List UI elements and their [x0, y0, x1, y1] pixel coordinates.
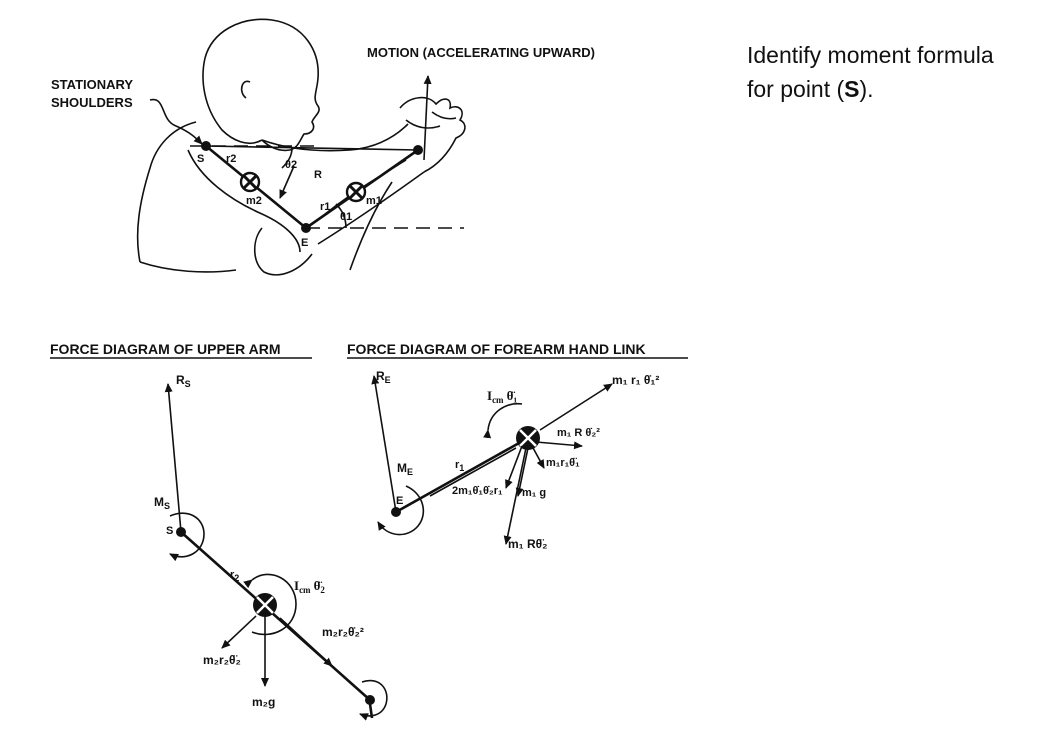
coriolis-label: 2m₁θ̇₁θ̇₂r₁: [452, 485, 503, 497]
theta2-arc: [281, 147, 293, 169]
s-label: S: [197, 153, 204, 165]
m1r1theta1dot2-arrow: [539, 383, 613, 431]
forearm-outline-2: [317, 171, 425, 245]
upper-arm-fbd: FORCE DIAGRAM OF UPPER ARM RS MS S r2 I: [50, 341, 388, 721]
E-fbd-label: E: [396, 495, 403, 507]
Icm2-moment-arc: [243, 573, 297, 636]
Re-arrow: [371, 375, 397, 513]
upper-arm-body: [180, 531, 371, 701]
m1r1theta1dot2-label: m₁ r₁ θ̇₁²: [612, 373, 659, 387]
m2-com-fbd-icon: [253, 593, 277, 617]
upper-arm-outline-2: [253, 227, 313, 276]
forearm-body-2: [429, 447, 517, 497]
e-label: E: [301, 237, 308, 249]
theta1-arc: [335, 203, 347, 229]
question-point: S: [844, 76, 860, 102]
m1-com-icon: [345, 181, 367, 203]
centripetal2-label: m₂r₂θ̇₂²: [322, 625, 364, 639]
bottom-stub: [368, 703, 374, 719]
stationary-pointer: [149, 98, 203, 145]
Ms-moment-arc: [169, 512, 205, 562]
Icm1-moment-arc: [483, 403, 523, 439]
r1-fbd-label: r1: [455, 459, 464, 473]
lower-body: [139, 261, 237, 273]
r2-label: r2: [226, 153, 236, 165]
Me-reaction-arc: [359, 679, 388, 721]
Ms-label: MS: [154, 495, 170, 511]
motion-label: MOTION (ACCELERATING UPWARD): [367, 45, 595, 60]
coriolis-arrow: [505, 445, 523, 489]
m2-com-icon: [239, 171, 261, 193]
Me-label: ME: [397, 461, 413, 477]
theta1-label: θ1: [340, 211, 352, 223]
m1Rtheta2dot2-label: m₁ R θ̇₂²: [557, 427, 600, 439]
neck: [202, 57, 263, 145]
Me-moment-arc: [377, 485, 425, 536]
m1Rtheta2ddot-label: m₁ Rθ̈₂: [508, 537, 547, 551]
theta2-label: θ2: [285, 159, 297, 171]
question-line-1: Identify moment formula: [747, 42, 994, 68]
m1r1theta1ddot-label: m₁r₁θ̈₁: [546, 457, 580, 469]
upper-arm-outline: [187, 149, 301, 253]
question-suffix: ).: [859, 76, 874, 102]
stationary-label-1: STATIONARY: [51, 77, 133, 92]
ear: [240, 80, 251, 99]
S-fbd-label: S: [166, 525, 173, 537]
tangential2-label: m₂r₂θ̈₂: [203, 653, 241, 667]
forearm-fbd: FORCE DIAGRAM OF FOREARM HAND LINK RE ME: [347, 341, 688, 551]
question-text: Identify moment formula for point (S).: [747, 38, 1047, 106]
Rs-label: RS: [176, 373, 191, 389]
Re-label: RE: [376, 369, 391, 385]
question-prefix: for point (: [747, 76, 845, 102]
hand-joint: [413, 145, 423, 155]
forearm-title: FORCE DIAGRAM OF FOREARM HAND LINK: [347, 341, 646, 357]
m1r1theta1ddot-arrow: [531, 445, 545, 469]
m1Rtheta2dot2-arrow: [535, 441, 583, 450]
E-joint-fa: [391, 507, 401, 517]
m2-label: m2: [246, 195, 262, 207]
centripetal-arrow: [283, 621, 333, 667]
motion-arrow: [423, 75, 432, 161]
m1-com-fbd-icon: [516, 426, 540, 450]
hand-outline: [399, 96, 466, 173]
r1-label: r1: [320, 201, 330, 213]
question-line-2: for point (S).: [747, 72, 1047, 106]
shoulder-joint: [201, 141, 211, 151]
R-label: R: [314, 169, 322, 181]
back-outline: [136, 121, 197, 263]
elbow-joint: [301, 223, 311, 233]
weight1-label: m₁ g: [522, 487, 546, 499]
m1-label: m1: [366, 195, 382, 207]
weight1-arrow: [515, 447, 529, 497]
stationary-label-2: SHOULDERS: [51, 95, 133, 110]
forearm-body: [395, 436, 529, 514]
tangential-arrow: [221, 615, 257, 649]
S-joint: [176, 527, 186, 537]
upper-arm-title: FORCE DIAGRAM OF UPPER ARM: [50, 341, 280, 357]
hand-fingers: [405, 111, 457, 129]
m1Rtheta2ddot-arrow: [503, 447, 527, 545]
r2-fbd-label: r2: [230, 569, 239, 583]
r-pointer: [279, 165, 295, 199]
torso-front: [349, 181, 393, 271]
E-joint-ua: [365, 695, 375, 705]
Rs-arrow: [164, 383, 182, 533]
arm-sketch: STATIONARY SHOULDERS MOTION (ACCELERATIN…: [51, 18, 595, 276]
weight2-label: m₂g: [252, 695, 275, 709]
